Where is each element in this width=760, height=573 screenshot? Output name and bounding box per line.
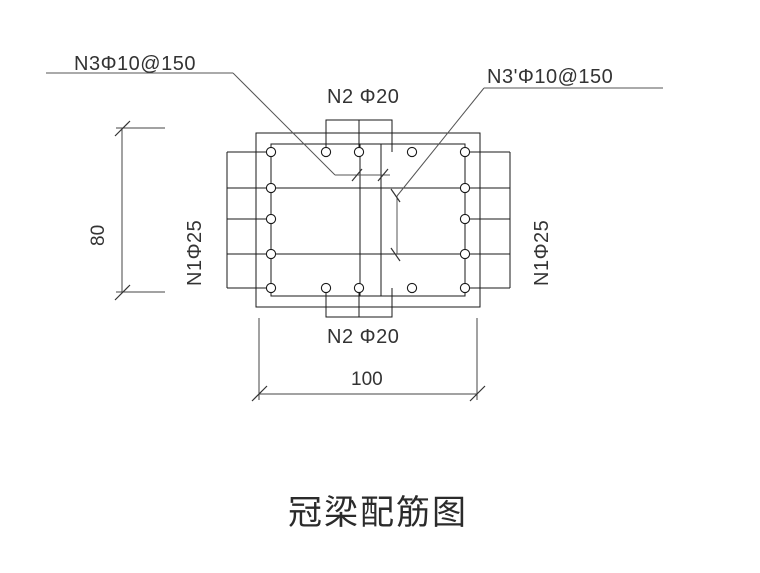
- dimension-horizontal-100: [251, 318, 486, 402]
- leader-line-n3-left: [46, 72, 390, 182]
- label-n2-top-center: N2 Φ20: [327, 86, 399, 108]
- label-n1-left-vertical: N1Φ25: [184, 220, 206, 286]
- dimension-value-horizontal: 100: [351, 369, 383, 390]
- drawing-title: 冠梁配筋图: [288, 493, 468, 533]
- leader-line-n3-prime-right: [390, 87, 663, 262]
- rebar-circles-right: [459, 146, 471, 294]
- top-tie-bar-n2: [325, 119, 393, 152]
- rebar-circles-left: [265, 146, 277, 294]
- left-stirrup-legs: [226, 151, 271, 289]
- inner-horizontal-lines: [271, 187, 465, 255]
- rebar-circles-bottom: [320, 282, 418, 294]
- label-n2-bottom-center: N2 Φ20: [327, 326, 399, 348]
- label-n3-top-left: N3Φ10@150: [74, 53, 196, 75]
- dimension-vertical-80: [114, 120, 165, 301]
- right-stirrup-legs: [465, 151, 511, 289]
- label-n1-right-vertical: N1Φ25: [531, 220, 553, 286]
- rebar-circles-top: [320, 146, 418, 158]
- outer-stirrup-rect: [255, 132, 481, 308]
- label-n3-prime-top-right: N3'Φ10@150: [487, 66, 613, 88]
- inner-stirrup-rect: [270, 143, 466, 297]
- dimension-value-vertical: 80: [88, 225, 109, 246]
- inner-vertical-lines: [359, 144, 382, 296]
